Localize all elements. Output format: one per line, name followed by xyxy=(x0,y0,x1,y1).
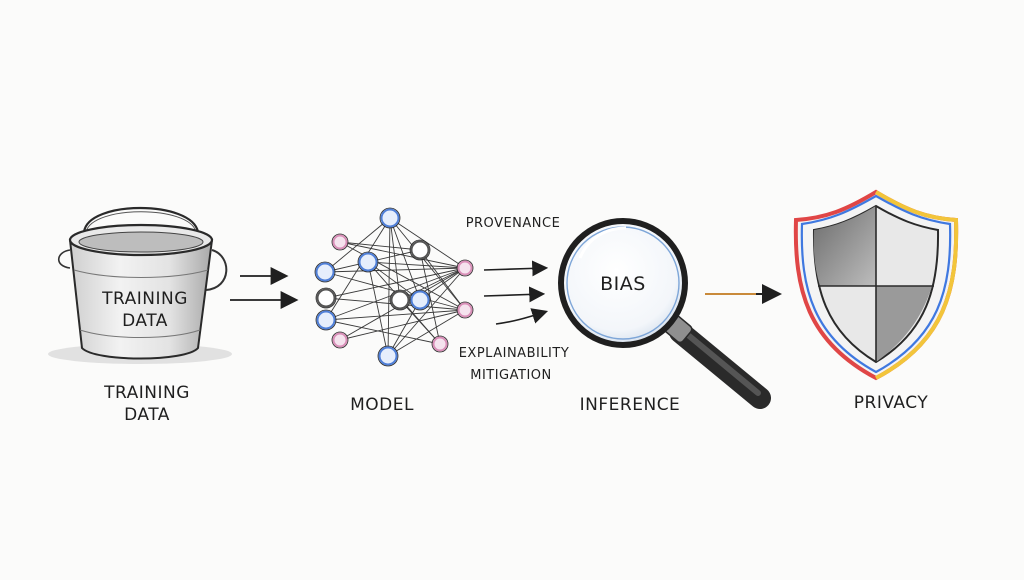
magnifying-glass-icon xyxy=(558,218,771,409)
inference-caption: INFERENCE xyxy=(579,395,681,415)
bucket-inner-label-line: DATA xyxy=(122,311,168,331)
network-edge xyxy=(389,217,466,311)
magnifier-handle-shine xyxy=(679,327,761,396)
network-edge xyxy=(387,309,466,357)
network-node xyxy=(457,302,473,318)
network-node-outline xyxy=(314,261,336,283)
flow-arrow xyxy=(483,260,549,277)
bucket-body xyxy=(68,239,214,360)
network-edge xyxy=(339,309,466,341)
network-node-outline xyxy=(389,289,411,311)
bucket-icon xyxy=(48,207,232,364)
network-node-outline xyxy=(315,309,337,331)
magnifier-glare xyxy=(578,226,627,259)
bucket-handle-sketch xyxy=(85,211,197,233)
provenance-label: PROVENANCE xyxy=(465,216,561,231)
bucket-band xyxy=(79,329,201,338)
network-node xyxy=(378,346,398,366)
shield-outline-blue xyxy=(800,194,952,374)
bucket-handle xyxy=(82,207,200,233)
model-caption: MODEL xyxy=(350,395,414,415)
bucket-caption-line: TRAINING xyxy=(104,383,190,403)
bucket-caption-line: DATA xyxy=(124,405,170,425)
network-node-outline xyxy=(331,233,349,251)
mitigation-label: MITIGATION xyxy=(470,368,552,383)
network-edge xyxy=(325,267,466,299)
network-edge xyxy=(399,267,466,301)
shield-outline-yellow xyxy=(874,190,959,380)
network-edge xyxy=(325,217,391,321)
network-node xyxy=(410,290,430,310)
network-edge xyxy=(387,217,391,357)
network-node-outline xyxy=(456,301,474,319)
network-node xyxy=(432,336,448,352)
network-node-outline xyxy=(431,335,449,353)
network-edge xyxy=(367,261,389,357)
network-node-outline xyxy=(331,331,349,349)
network-node xyxy=(332,332,348,348)
network-edge xyxy=(367,261,421,301)
network-node-outline xyxy=(409,239,431,261)
bucket-inner-label-line: TRAINING xyxy=(102,289,188,309)
network-node-outline xyxy=(379,207,401,229)
network-edge xyxy=(325,309,466,321)
network-node-outline xyxy=(357,251,379,273)
network-edge xyxy=(339,241,466,269)
magnifier-lens xyxy=(558,218,688,348)
network-edge xyxy=(387,299,421,357)
network-node xyxy=(390,290,410,310)
network-edge xyxy=(367,261,466,269)
network-node xyxy=(315,262,335,282)
bias-label: BIAS xyxy=(600,273,646,295)
neural-network-icon xyxy=(314,207,474,367)
shield-icon xyxy=(793,189,959,381)
network-node-outline xyxy=(456,259,474,277)
network-edge xyxy=(419,249,441,345)
privacy-caption: PRIVACY xyxy=(853,393,929,413)
network-node xyxy=(316,310,336,330)
bucket-caption: TRAINING DATA xyxy=(92,382,202,426)
network-edge xyxy=(324,217,391,273)
flow-arrow xyxy=(483,286,546,303)
bucket-side-handle xyxy=(205,249,228,291)
network-node xyxy=(457,260,473,276)
network-edge xyxy=(419,249,466,311)
network-node xyxy=(316,288,336,308)
network-edge xyxy=(339,241,466,311)
shield-quadrant xyxy=(876,286,932,362)
shield-quadrant xyxy=(813,206,876,286)
network-edge xyxy=(389,217,401,301)
bucket-inner-label: TRAINING DATA xyxy=(90,288,200,332)
network-node-outline xyxy=(377,345,399,367)
network-node xyxy=(358,252,378,272)
bucket-band xyxy=(73,269,209,278)
bucket-inside xyxy=(78,231,204,253)
network-edge xyxy=(339,241,421,251)
flow-arrow xyxy=(495,308,549,325)
network-edge xyxy=(324,267,466,273)
bucket-side-handle xyxy=(57,249,71,269)
network-node xyxy=(332,234,348,250)
network-edge xyxy=(387,267,466,357)
network-node xyxy=(410,240,430,260)
network-node xyxy=(380,208,400,228)
network-node-outline xyxy=(315,287,337,309)
explainability-label: EXPLAINABILITY xyxy=(458,346,570,361)
